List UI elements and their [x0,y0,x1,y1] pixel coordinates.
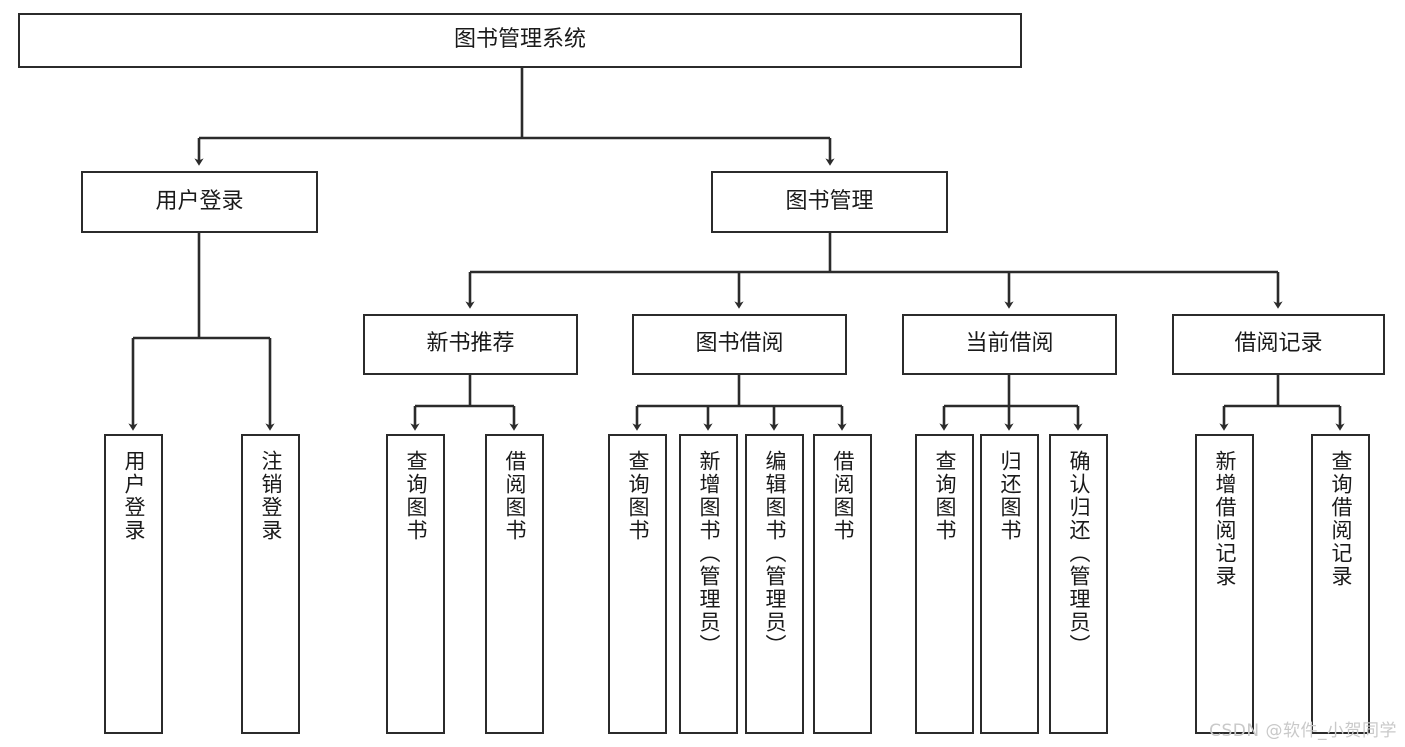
node-label: 注销登录 [259,450,283,542]
node-label: 新书推荐 [426,331,515,357]
node-label: 归还图书 [998,450,1022,542]
node-leaf-return-book[interactable]: 归还图书 [980,434,1039,734]
node-label: 借阅图书 [831,450,855,542]
node-label: 新增图书（管理员） [697,450,721,657]
node-label: 新增借阅记录 [1213,450,1237,588]
node-label: 用户登录 [155,188,244,214]
node-label: 确认归还（管理员） [1067,450,1091,657]
node-current-borrow[interactable]: 当前借阅 [902,314,1117,375]
node-root-system[interactable]: 图书管理系统 [18,13,1022,68]
node-label: 当前借阅 [965,331,1054,357]
node-leaf-add-borrow-record[interactable]: 新增借阅记录 [1195,434,1254,734]
node-leaf-borrow-book[interactable]: 借阅图书 [813,434,872,734]
node-borrow-record[interactable]: 借阅记录 [1172,314,1385,375]
node-leaf-edit-book-admin[interactable]: 编辑图书（管理员） [745,434,804,734]
node-leaf-borrow-book-new[interactable]: 借阅图书 [485,434,544,734]
node-label: 编辑图书（管理员） [763,450,787,657]
node-label: 查询图书 [933,450,957,542]
node-leaf-query-book-borrow[interactable]: 查询图书 [608,434,667,734]
node-label: 用户登录 [122,450,146,542]
node-label: 借阅图书 [503,450,527,542]
node-leaf-confirm-return-admin[interactable]: 确认归还（管理员） [1049,434,1108,734]
node-leaf-query-book-new[interactable]: 查询图书 [386,434,445,734]
node-leaf-user-login[interactable]: 用户登录 [104,434,163,734]
node-leaf-add-book-admin[interactable]: 新增图书（管理员） [679,434,738,734]
node-user-login[interactable]: 用户登录 [81,171,318,233]
node-label: 查询图书 [404,450,428,542]
node-label: 图书借阅 [695,331,784,357]
node-book-borrow[interactable]: 图书借阅 [632,314,847,375]
csdn-watermark: CSDN @软件_小贺同学 [1209,721,1397,741]
node-label: 图书管理 [785,188,874,214]
node-new-book-recommend[interactable]: 新书推荐 [363,314,578,375]
node-label: 查询借阅记录 [1329,450,1353,588]
node-label: 图书管理系统 [453,27,586,53]
node-leaf-query-book-current[interactable]: 查询图书 [915,434,974,734]
node-book-management[interactable]: 图书管理 [711,171,948,233]
node-label: 查询图书 [626,450,650,542]
node-leaf-logout[interactable]: 注销登录 [241,434,300,734]
node-label: 借阅记录 [1234,331,1323,357]
node-leaf-query-borrow-record[interactable]: 查询借阅记录 [1311,434,1370,734]
